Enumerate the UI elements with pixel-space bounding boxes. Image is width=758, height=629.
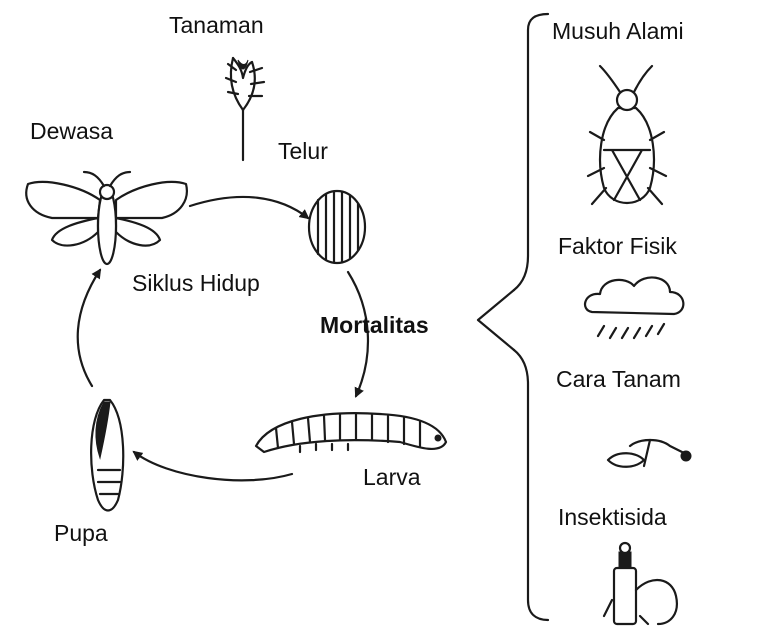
arrow-larva-to-pupa [134,452,292,480]
mortality-label: Mortalitas [320,314,429,337]
factor-insecticide-label: Insektisida [558,506,667,529]
pupa-label: Pupa [54,522,108,545]
adult-label: Dewasa [30,120,113,143]
plant-icon [226,58,264,160]
factor-physical-label: Faktor Fisik [558,235,677,258]
egg-label: Telur [278,140,328,163]
egg-icon [309,191,365,263]
moth-adult-icon [26,172,187,264]
mortality-arrow-head [478,290,514,350]
mortality-bracket [478,14,548,620]
pupa-icon [91,400,123,511]
arrow-adult-to-egg [190,197,308,218]
factor-natural-enemies-label: Musuh Alami [552,20,684,43]
arrow-pupa-to-adult [78,270,100,386]
larva-label: Larva [363,466,421,489]
plant-label: Tanaman [169,14,264,37]
sprayer-icon [604,543,677,624]
predator-bug-icon [588,66,666,204]
larva-icon [256,413,446,452]
rain-cloud-icon [585,277,683,338]
life-cycle-label: Siklus Hidup [132,272,260,295]
planting-tool-icon [608,440,691,467]
factor-planting-method-label: Cara Tanam [556,368,681,391]
